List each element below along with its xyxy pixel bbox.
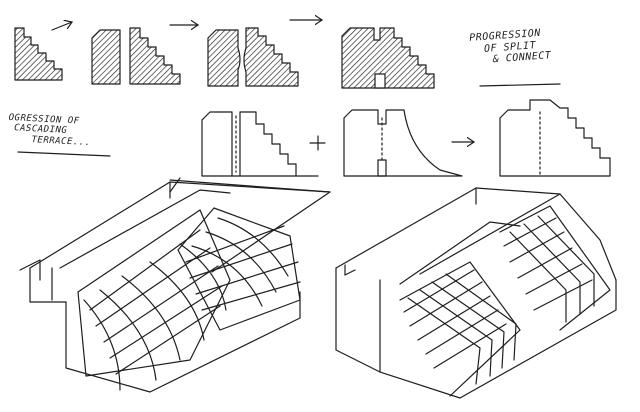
arrow-1 <box>51 22 72 31</box>
section-7-outline-connected <box>499 99 611 177</box>
section-4-connected-stair <box>341 27 435 89</box>
underline-left <box>17 151 111 157</box>
progression-note: PROGRESSION OF SPLIT & CONNECT <box>469 27 552 67</box>
underline-right <box>479 83 561 87</box>
axonometric-split-terrace <box>19 177 331 393</box>
cascading-terrace-note: OGRESSION OF CASCADING TERRACE... <box>7 113 92 148</box>
section-1-single-stair <box>14 27 63 81</box>
axonometric-connected-terrace <box>335 187 617 399</box>
section-5-outline-split <box>201 111 319 177</box>
section-3-arched-connection <box>207 27 299 87</box>
section-6-outline-curved <box>343 109 463 177</box>
section-2-split-stair <box>91 27 181 85</box>
